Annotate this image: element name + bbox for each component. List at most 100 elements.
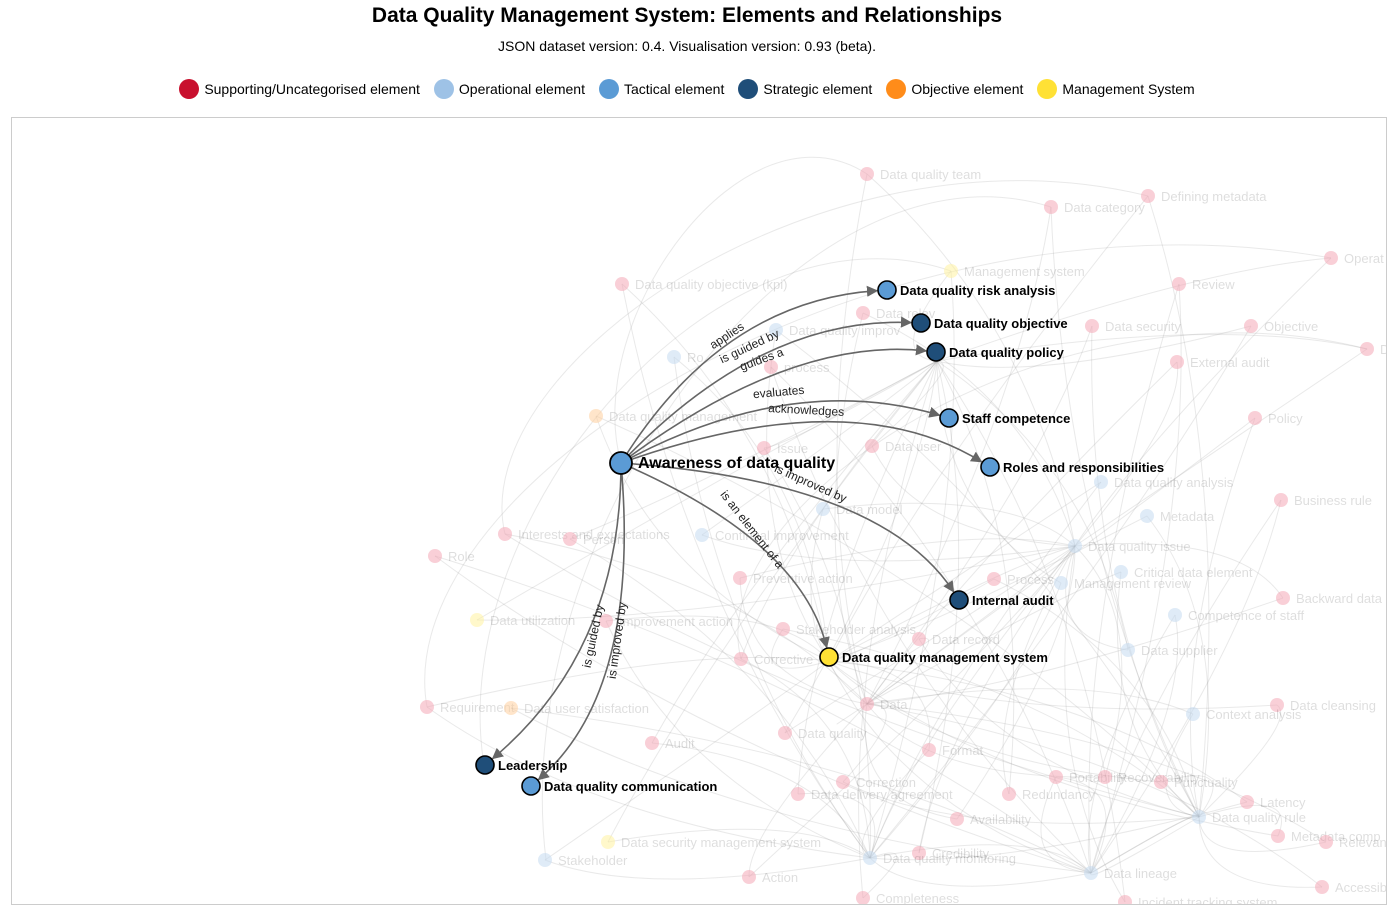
background-node-data-delivery-agreement[interactable] xyxy=(791,787,805,801)
background-node-management-review[interactable] xyxy=(1054,576,1068,590)
legend-item-supporting[interactable]: Supporting/Uncategorised element xyxy=(179,79,420,99)
background-node-data-quality-issue[interactable] xyxy=(1068,539,1082,553)
background-node-external-audit[interactable] xyxy=(1170,355,1184,369)
background-node-corrective[interactable] xyxy=(734,652,748,666)
legend-item-tactical[interactable]: Tactical element xyxy=(598,79,724,99)
background-node-issue[interactable] xyxy=(757,441,771,455)
relation-edge-data-quality-policy[interactable] xyxy=(620,344,928,464)
background-edge xyxy=(869,582,1062,859)
background-node-management-system[interactable] xyxy=(944,264,958,278)
background-node-redundancy[interactable] xyxy=(1002,787,1016,801)
background-node-data-quality-monitoring[interactable] xyxy=(863,851,877,865)
background-node-latency[interactable] xyxy=(1240,795,1254,809)
background-node-requirement[interactable] xyxy=(420,700,434,714)
node-awareness-of-data-quality[interactable] xyxy=(609,451,633,475)
node-roles-and-responsibilities[interactable] xyxy=(980,457,1000,477)
node-internal-audit[interactable] xyxy=(949,590,969,610)
node-leadership[interactable] xyxy=(475,755,495,775)
background-node-stakeholder-analysis[interactable] xyxy=(776,622,790,636)
background-node-data[interactable] xyxy=(860,697,874,711)
background-node-data-user[interactable] xyxy=(865,439,879,453)
background-node-data-quality-objective-kpi[interactable] xyxy=(615,277,629,291)
background-node-data-supplier[interactable] xyxy=(1121,643,1135,657)
background-node-stakeholder[interactable] xyxy=(538,853,552,867)
background-node-continual-improvement[interactable] xyxy=(695,528,709,542)
relation-edge-staff-competence[interactable] xyxy=(620,400,941,464)
background-node-data-utilization[interactable] xyxy=(470,613,484,627)
background-node-data-security[interactable] xyxy=(1085,319,1099,333)
background-node-data-security-management-system[interactable] xyxy=(601,835,615,849)
background-node-punctuality[interactable] xyxy=(1154,775,1168,789)
background-node-action[interactable] xyxy=(742,870,756,884)
relation-edge-internal-audit[interactable] xyxy=(620,462,955,593)
background-node-audit[interactable] xyxy=(645,736,659,750)
background-node-data-quality-management[interactable] xyxy=(589,409,603,423)
background-node-data-record[interactable] xyxy=(912,632,926,646)
background-node-metadata[interactable] xyxy=(1140,509,1154,523)
background-node-policy[interactable] xyxy=(1248,411,1262,425)
background-node-review[interactable] xyxy=(1172,277,1186,291)
background-node-correction[interactable] xyxy=(836,775,850,789)
background-node-metadata-comp[interactable] xyxy=(1271,829,1285,843)
background-node-data-quality-team[interactable] xyxy=(860,167,874,181)
background-node-completeness[interactable] xyxy=(856,891,870,904)
background-node-context-analysis[interactable] xyxy=(1186,707,1200,721)
background-node-data-lineage[interactable] xyxy=(1084,866,1098,880)
background-label-data-quality-objective-kpi: Data quality objective (kpi) xyxy=(635,277,787,292)
legend-item-management-system[interactable]: Management System xyxy=(1037,79,1195,99)
background-node-defining-metadata[interactable] xyxy=(1141,189,1155,203)
background-node-incident-tracking-system[interactable] xyxy=(1118,895,1132,904)
background-node-process[interactable] xyxy=(987,572,1001,586)
background-node-process[interactable] xyxy=(764,360,778,374)
background-node-recoverability[interactable] xyxy=(1098,770,1112,784)
background-node-accessib[interactable] xyxy=(1315,880,1329,894)
background-node-data-quality-rule[interactable] xyxy=(1192,810,1206,824)
legend-item-operational[interactable]: Operational element xyxy=(433,79,585,99)
background-node-data-model[interactable] xyxy=(816,502,830,516)
relation-edge-data-quality-risk-analysis[interactable] xyxy=(620,285,879,464)
background-node-preventive-action[interactable] xyxy=(733,571,747,585)
background-node-relevan[interactable] xyxy=(1319,835,1333,849)
background-node-person[interactable] xyxy=(563,532,577,546)
background-node-credibility[interactable] xyxy=(912,846,926,860)
background-node-availability[interactable] xyxy=(950,812,964,826)
node-data-quality-management-system[interactable] xyxy=(819,647,839,667)
background-node-objective[interactable] xyxy=(1244,319,1258,333)
relation-edge-data-quality-objective[interactable] xyxy=(620,316,913,464)
background-node-critical-data-element[interactable] xyxy=(1114,565,1128,579)
background-node-role[interactable] xyxy=(428,549,442,563)
background-node-portability[interactable] xyxy=(1049,770,1063,784)
background-label-defining-metadata: Defining metadata xyxy=(1161,189,1267,204)
background-node-data-cleansing[interactable] xyxy=(1270,698,1284,712)
background-label-data-lineage: Data lineage xyxy=(1104,866,1177,881)
background-node-data-quality-improv[interactable] xyxy=(769,323,783,337)
background-node-data-quality[interactable] xyxy=(778,726,792,740)
legend-item-objective[interactable]: Objective element xyxy=(886,79,1023,99)
background-node-ro[interactable] xyxy=(667,350,681,364)
node-data-quality-policy[interactable] xyxy=(926,342,946,362)
node-staff-competence[interactable] xyxy=(939,408,959,428)
node-data-quality-objective[interactable] xyxy=(911,313,931,333)
node-data-quality-communication[interactable] xyxy=(521,776,541,796)
background-node-format[interactable] xyxy=(922,743,936,757)
background-node-backward-data[interactable] xyxy=(1276,591,1290,605)
relation-edge-leadership[interactable] xyxy=(491,462,622,760)
relation-edge-data-quality-communication[interactable] xyxy=(537,462,626,781)
background-node-data-relev[interactable] xyxy=(856,306,870,320)
legend-item-strategic[interactable]: Strategic element xyxy=(738,79,872,99)
relation-edge-data-quality-management-system[interactable] xyxy=(620,462,830,649)
background-node-business-rule[interactable] xyxy=(1274,493,1288,507)
background-node-interests-and-expectations[interactable] xyxy=(498,527,512,541)
background-node-d[interactable] xyxy=(1360,342,1374,356)
background-node-data-user-satisfaction[interactable] xyxy=(504,701,518,715)
background-node-data-quality-analysis[interactable] xyxy=(1094,475,1108,489)
legend-swatch-objective xyxy=(886,79,907,99)
background-node-data-category[interactable] xyxy=(1044,200,1058,214)
background-node-improvement-action[interactable] xyxy=(599,614,613,628)
background-node-competence-of-staff[interactable] xyxy=(1168,608,1182,622)
background-node-operat[interactable] xyxy=(1324,251,1338,265)
node-data-quality-risk-analysis[interactable] xyxy=(877,280,897,300)
relation-edge-roles-and-responsibilities[interactable] xyxy=(620,420,983,464)
